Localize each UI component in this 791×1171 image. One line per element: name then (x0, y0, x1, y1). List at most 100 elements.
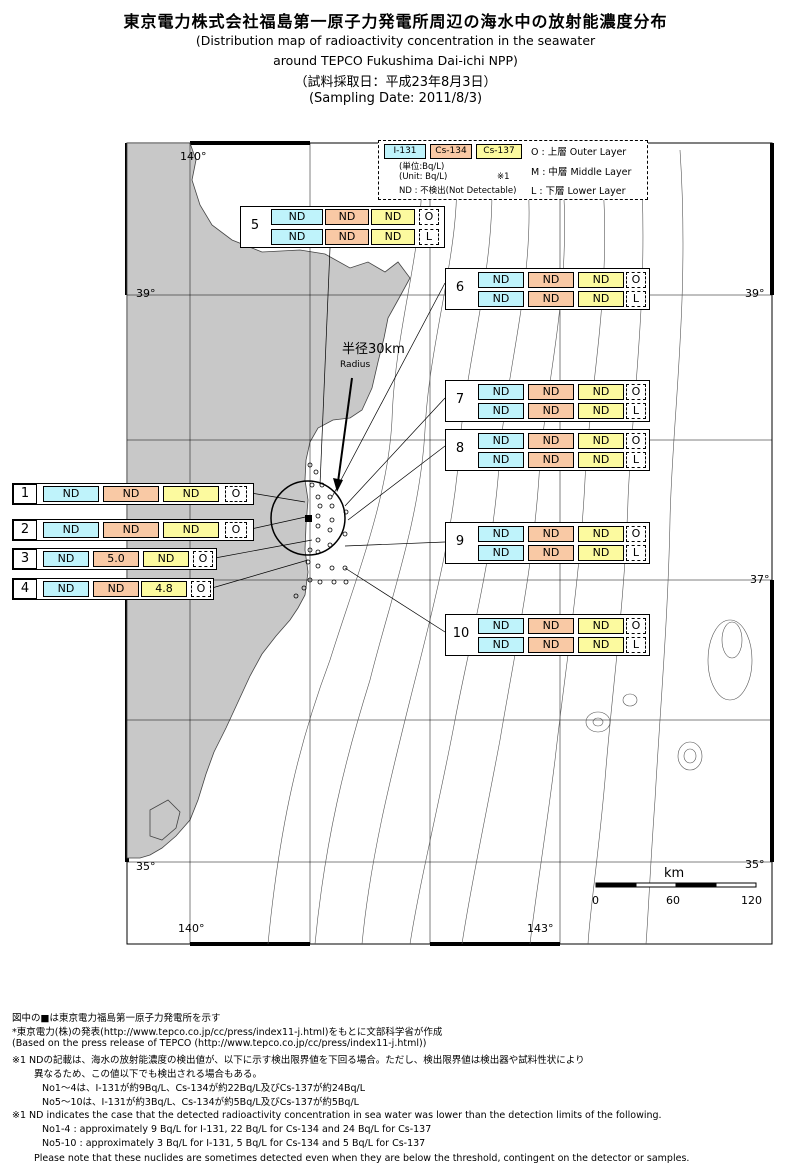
i131-value-lower: ND (271, 229, 323, 245)
peninsula (149, 799, 181, 841)
layer-label: O (193, 551, 213, 567)
cs137-value-lower: ND (371, 229, 415, 245)
cs137-value: ND (143, 551, 189, 567)
station-number: 7 (446, 381, 474, 419)
leader-lines (211, 247, 446, 633)
scale-tick-0: 0 (592, 894, 599, 907)
footer-nd-note-jp-cont: 異なるため、この値以下でも検出される場合もある。 (34, 1069, 263, 1080)
cs134-value-outer: ND (528, 433, 574, 449)
layer-label-lower: L (626, 291, 646, 307)
cs137-value-outer: ND (578, 433, 624, 449)
station-5: 5 ND ND ND O ND ND ND L (240, 206, 445, 248)
layer-label: O (225, 486, 247, 502)
legend-cs134: Cs-134 (430, 144, 472, 159)
layer-label-outer: O (626, 384, 646, 400)
layer-label-outer: O (626, 526, 646, 542)
radius-arrow (337, 377, 353, 483)
cs137-value: ND (163, 486, 219, 502)
cs134-value: ND (103, 486, 159, 502)
legend-note-mark: ※1 (497, 172, 510, 182)
cs137-value-outer: ND (578, 618, 624, 634)
layer-label-outer: O (419, 209, 439, 225)
station-number: 2 (13, 520, 37, 540)
radius-30km-circle (270, 480, 346, 556)
station-number: 4 (13, 579, 37, 599)
cs134-value: 5.0 (93, 551, 139, 567)
legend-lower-layer: L : 下層 Lower Layer (531, 186, 626, 197)
layer-label-outer: O (626, 618, 646, 634)
layer-label-lower: L (419, 229, 439, 245)
cs134-value-outer: ND (325, 209, 369, 225)
cs134-value-outer: ND (528, 384, 574, 400)
cs137-value: 4.8 (141, 581, 187, 597)
cs137-value-lower: ND (578, 291, 624, 307)
footer-source-jp: *東京電力(株)の発表(http://www.tepco.co.jp/cc/pr… (12, 1027, 443, 1038)
i131-value-outer: ND (478, 384, 524, 400)
cs134-value-lower: ND (528, 403, 574, 419)
scale-tick-120: 120 (741, 894, 762, 907)
footer-npp-note: 図中の■は東京電力福島第一原子力発電所を示す (12, 1013, 221, 1024)
station-number: 3 (13, 549, 37, 569)
sampling-date-jp: （試料採取日：平成23年8月3日） (294, 75, 497, 90)
cs134-value: ND (93, 581, 139, 597)
layer-label-lower: L (626, 637, 646, 653)
station-3: 3 ND 5.0 ND O (12, 548, 217, 570)
cs134-value-lower: ND (528, 291, 574, 307)
station-number: 5 (241, 207, 269, 245)
i131-value-outer: ND (271, 209, 323, 225)
layer-label-outer: O (626, 272, 646, 288)
station-8: 8 ND ND ND O ND ND ND L (445, 429, 650, 471)
footer-threshold-note-en: Please note that these nuclides are some… (34, 1153, 690, 1164)
footer-source-en: (Based on the press release of TEPCO (ht… (12, 1038, 427, 1049)
layer-label-lower: L (626, 452, 646, 468)
cs137-value-lower: ND (578, 637, 624, 653)
map-title-en-line1: (Distribution map of radioactivity conce… (195, 33, 596, 48)
npp-marker (305, 515, 312, 522)
legend-outer-layer: O : 上層 Outer Layer (531, 147, 627, 158)
legend-middle-layer: M : 中層 Middle Layer (531, 167, 632, 178)
map-title-jp: 東京電力株式会社福島第一原子力発電所周辺の海水中の放射能濃度分布 (123, 12, 668, 31)
layer-label: O (191, 581, 211, 597)
i131-value-outer: ND (478, 526, 524, 542)
cs137-value-outer: ND (578, 384, 624, 400)
cs137-value-lower: ND (578, 452, 624, 468)
radius-label: 半径30km (342, 342, 405, 357)
i131-value: ND (43, 486, 99, 502)
cs134-value-outer: ND (528, 618, 574, 634)
radius-sublabel: Radius (340, 360, 371, 370)
legend-unit-en: (Unit: Bq/L) (399, 172, 448, 182)
cs134-value-lower: ND (325, 229, 369, 245)
lat-37-label: 37° (750, 573, 770, 586)
station-number: 10 (446, 615, 476, 653)
i131-value: ND (43, 522, 99, 538)
footer-limits-5-10-jp: No5～10は、I-131が約3Bq/L、Cs-134が約5Bq/L及びCs-1… (42, 1097, 359, 1108)
legend-i131: I-131 (384, 144, 426, 159)
station-4: 4 ND ND 4.8 O (12, 578, 214, 600)
station-6: 6 ND ND ND O ND ND ND L (445, 268, 650, 310)
station-1: 1 ND ND ND O (12, 483, 254, 505)
cs134-value: ND (103, 522, 159, 538)
scale-bar (595, 882, 757, 888)
station-number: 1 (13, 484, 37, 504)
layer-label-outer: O (626, 433, 646, 449)
i131-value-lower: ND (478, 545, 524, 561)
lat-39-right-label: 39° (745, 287, 765, 300)
sampling-date-en: (Sampling Date: 2011/8/3) (308, 91, 483, 106)
legend: I-131 Cs-134 Cs-137 (単位:Bq/L) (Unit: Bq/… (378, 140, 648, 200)
footer-nd-note-en: ※1 ND indicates the case that the detect… (12, 1110, 662, 1121)
cs134-value-outer: ND (528, 526, 574, 542)
station-10: 10 ND ND ND O ND ND ND L (445, 614, 650, 656)
cs137-value-lower: ND (578, 403, 624, 419)
map-title-en-line2: around TEPCO Fukushima Dai-ichi NPP) (273, 53, 518, 68)
lon-143-label: 143° (527, 922, 554, 935)
seamounts (585, 619, 753, 771)
lon-140-top-label: 140° (180, 150, 207, 163)
legend-cs137: Cs-137 (476, 144, 522, 159)
i131-value-lower: ND (478, 403, 524, 419)
sampling-points (293, 462, 349, 599)
i131-value: ND (43, 551, 89, 567)
cs134-value-lower: ND (528, 545, 574, 561)
layer-label-lower: L (626, 403, 646, 419)
cs134-value-outer: ND (528, 272, 574, 288)
scale-unit: km (664, 866, 685, 881)
